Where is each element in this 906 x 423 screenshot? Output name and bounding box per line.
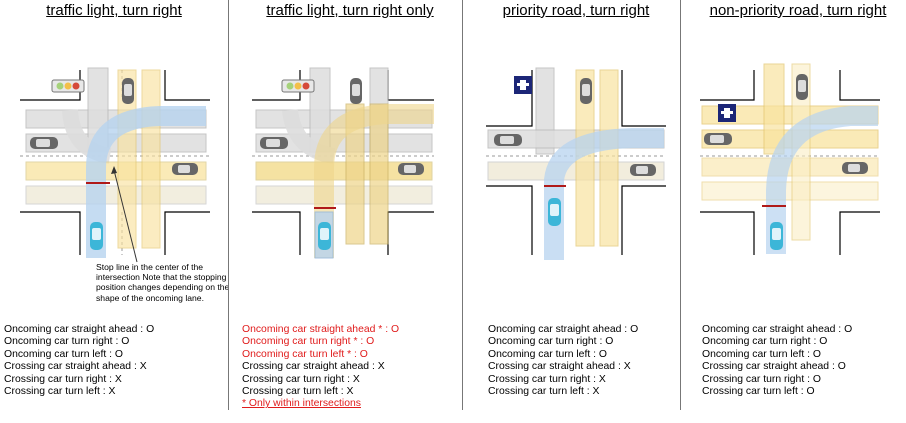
panel-non-priority-road-turn-right: non-priority road, turn right Oncoming c… bbox=[690, 0, 906, 423]
car-icon bbox=[90, 222, 103, 250]
intersection-note: * Only within intersections bbox=[242, 398, 361, 410]
panel-divider bbox=[680, 0, 681, 410]
panel-title: traffic light, turn right only bbox=[266, 2, 434, 19]
panel-title: traffic light, turn right bbox=[46, 2, 182, 19]
panel-priority-road-turn-right: priority road, turn right Oncoming car s… bbox=[472, 0, 680, 423]
car-icon bbox=[704, 133, 732, 145]
stop-line-callout: Stop line in the center of the intersect… bbox=[96, 262, 230, 303]
rule-item: Crossing car turn left : X bbox=[4, 386, 116, 398]
car-icon bbox=[350, 78, 362, 104]
rule-item: Oncoming car turn left : O bbox=[4, 348, 123, 360]
rule-item: Oncoming car turn right : O bbox=[702, 336, 828, 348]
car-icon bbox=[842, 162, 868, 174]
car-icon bbox=[770, 222, 783, 250]
rule-item: Oncoming car turn right * : O bbox=[242, 336, 375, 348]
panel-divider bbox=[462, 0, 463, 410]
rule-item: Crossing car turn right : O bbox=[702, 373, 821, 385]
priority-road-sign-icon bbox=[718, 104, 736, 122]
intersection-diagram bbox=[486, 67, 666, 260]
rule-item: Crossing car turn left : X bbox=[242, 386, 354, 398]
rule-item: Oncoming car turn left : O bbox=[702, 348, 821, 360]
panel-title: non-priority road, turn right bbox=[709, 2, 887, 19]
rule-item: Crossing car turn left : O bbox=[702, 386, 815, 398]
panel-traffic-light-turn-right: traffic light, turn right Stop line i bbox=[0, 0, 229, 423]
rule-item: Oncoming car turn right : O bbox=[488, 336, 614, 348]
panel-divider bbox=[228, 0, 229, 410]
rule-item: Crossing car straight ahead : X bbox=[4, 361, 147, 373]
priority-road-sign-icon bbox=[514, 76, 532, 94]
car-icon bbox=[630, 164, 656, 176]
rule-item: Oncoming car turn left : O bbox=[488, 348, 607, 360]
car-icon bbox=[122, 78, 134, 104]
rule-item: Oncoming car straight ahead : O bbox=[488, 324, 639, 335]
rule-item: Crossing car turn right : X bbox=[488, 373, 606, 385]
intersection-diagram bbox=[252, 67, 434, 259]
rule-item: Crossing car turn right : X bbox=[4, 373, 122, 385]
intersection-diagram bbox=[700, 63, 880, 255]
car-icon bbox=[398, 163, 424, 175]
rule-list: Oncoming car straight ahead * : O Oncomi… bbox=[242, 324, 399, 411]
rule-list: Oncoming car straight ahead : O Oncoming… bbox=[4, 324, 154, 398]
rule-item: Crossing car turn right : X bbox=[242, 373, 360, 385]
rule-item: Crossing car straight ahead : X bbox=[488, 361, 631, 373]
car-icon bbox=[260, 137, 288, 149]
rule-item: Oncoming car straight ahead : O bbox=[702, 324, 853, 335]
panel-title: priority road, turn right bbox=[502, 2, 650, 19]
rule-item: Crossing car straight ahead : O bbox=[702, 361, 846, 373]
rule-item: Oncoming car turn right : O bbox=[4, 336, 130, 348]
rule-list: Oncoming car straight ahead : O Oncoming… bbox=[702, 324, 852, 398]
panel-traffic-light-turn-right-only: traffic light, turn right only Oncoming … bbox=[238, 0, 462, 423]
rule-list: Oncoming car straight ahead : O Oncoming… bbox=[488, 324, 638, 398]
car-icon bbox=[318, 222, 331, 250]
rule-item: Crossing car straight ahead : X bbox=[242, 361, 385, 373]
car-icon bbox=[494, 134, 522, 146]
car-icon bbox=[580, 78, 592, 104]
car-icon bbox=[796, 74, 808, 100]
rule-item: Oncoming car straight ahead : O bbox=[4, 324, 155, 335]
car-icon bbox=[548, 198, 561, 226]
rule-item: Oncoming car turn left * : O bbox=[242, 348, 368, 360]
car-icon bbox=[30, 137, 58, 149]
intersection-diagram bbox=[20, 67, 210, 263]
rule-item: Oncoming car straight ahead * : O bbox=[242, 324, 400, 335]
car-icon bbox=[172, 163, 198, 175]
rule-item: Crossing car turn left : X bbox=[488, 386, 600, 398]
